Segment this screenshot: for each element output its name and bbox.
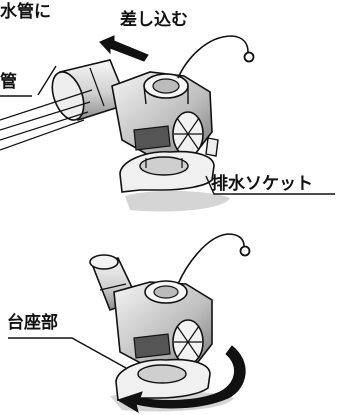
label-drain-socket: 排水ソケット (211, 174, 313, 194)
drain-socket-body-bottom (113, 280, 213, 369)
bottom-assembly (8, 233, 251, 414)
cord-ring-bottom (239, 245, 251, 257)
drain-pipe (51, 59, 130, 121)
leader-left-fan (0, 89, 93, 151)
label-top-left-partial: 水管に (0, 2, 51, 22)
leader-drain-socket (205, 175, 335, 195)
top-assembly (0, 35, 335, 212)
leader-top-left (37, 65, 57, 96)
cord (177, 35, 249, 79)
rotate-arrow-icon (116, 345, 246, 414)
cord-ring (243, 51, 255, 63)
push-arrow-icon (99, 35, 149, 62)
label-base: 台座部 (7, 313, 58, 333)
wing-base-bottom (115, 358, 211, 401)
label-left-partial: 管 (0, 72, 17, 92)
leader-base (8, 337, 127, 369)
drain-socket-body (111, 71, 219, 157)
wing-base (119, 150, 215, 193)
label-insert: 差し込む (120, 10, 188, 30)
cord-bottom (177, 233, 245, 285)
